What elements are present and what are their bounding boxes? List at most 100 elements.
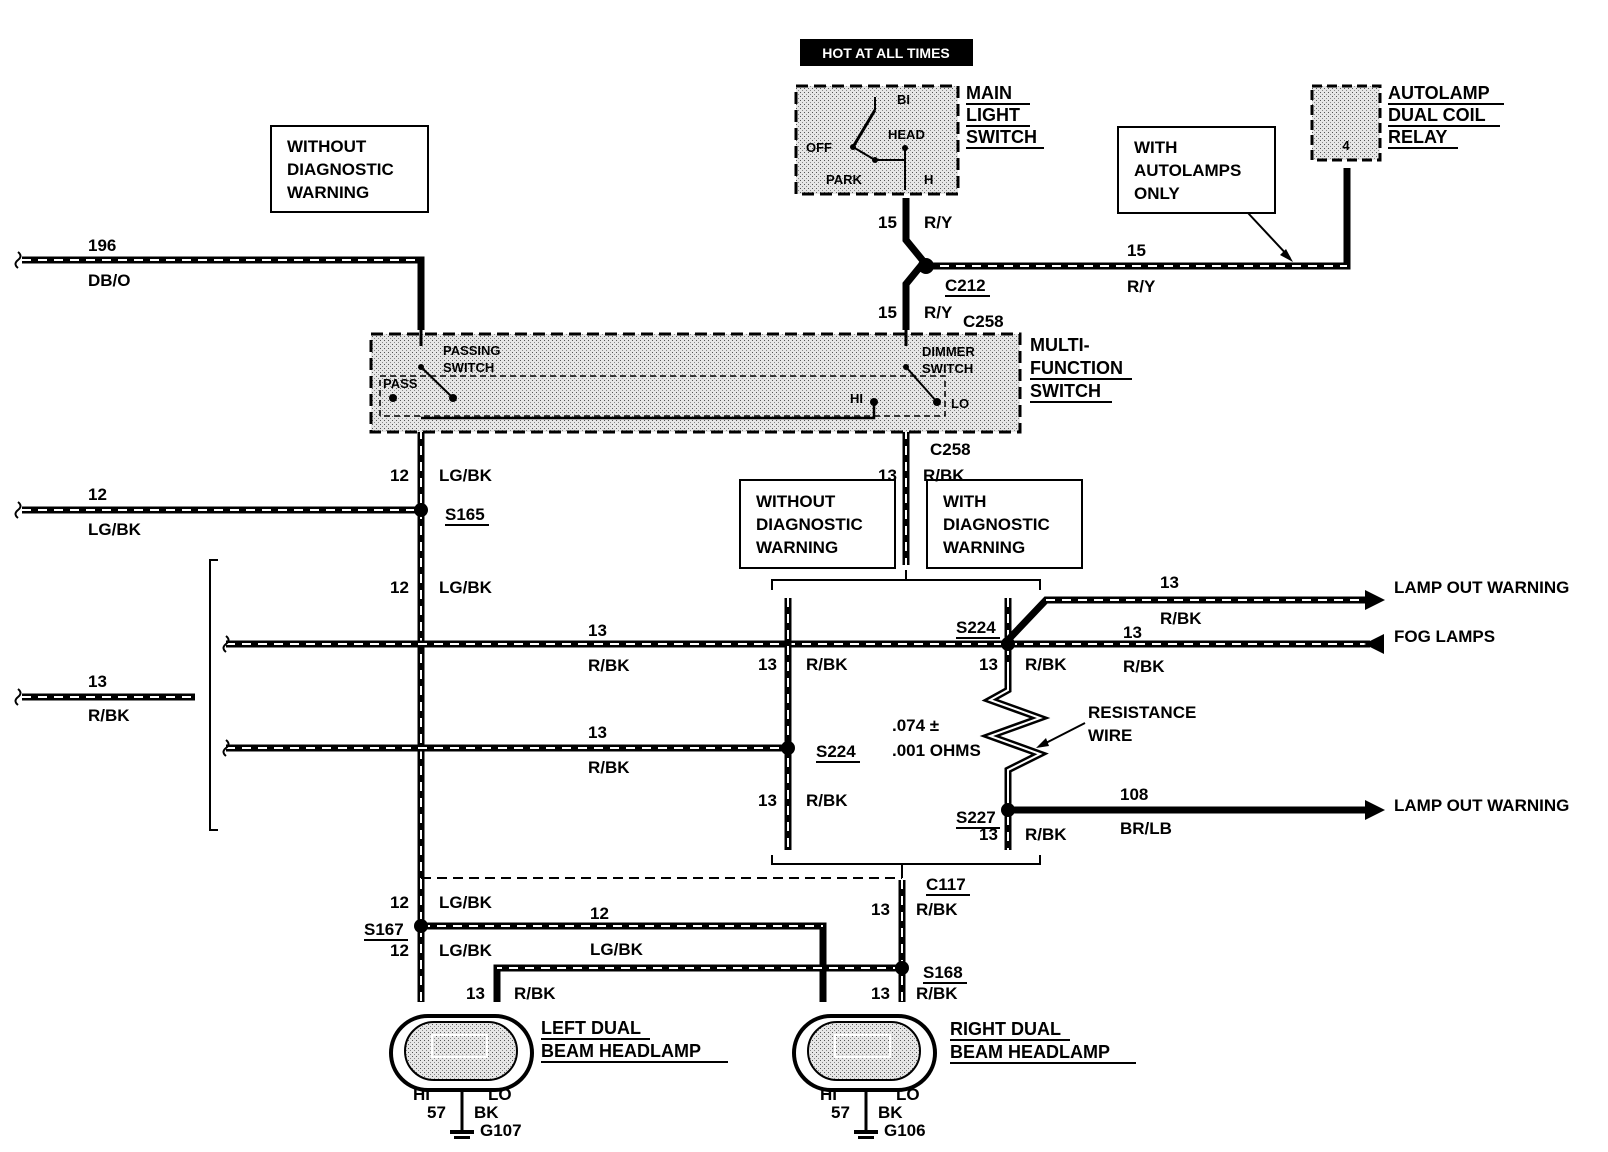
note-with-diagnostic-mid [926, 479, 1083, 569]
option-bracket-bottom [771, 855, 1041, 865]
right-hi-label: HI [820, 1085, 837, 1104]
passing-switch-label-1: PASSING [443, 343, 501, 358]
circuit-12-color-s167a: LG/BK [439, 893, 493, 912]
circuit-12-number-left: 12 [88, 485, 107, 504]
left-ground-circuit: 57 [427, 1103, 446, 1122]
circuit-13-number-vmid2: 13 [758, 791, 777, 810]
s224-label-left: S224 [816, 742, 856, 761]
circuit-13-number-fog: 13 [1123, 623, 1142, 642]
note-autolamps-line-2: AUTOLAMPS [1134, 161, 1241, 180]
off-label: OFF [806, 140, 832, 155]
head-label: HEAD [888, 127, 925, 142]
circuit-12-number-mid: 12 [390, 578, 409, 597]
circuit-13-number-s224: 13 [979, 655, 998, 674]
circuit-13-color-lh: R/BK [514, 984, 556, 1003]
circuit-15-color-b: R/Y [1127, 277, 1156, 296]
dimmer-switch-label-1: DIMMER [922, 344, 975, 359]
autolamp-relay [1310, 84, 1382, 162]
multi-function-switch: PASSING SWITCH PASS DIMMER SWITCH HI LO [369, 330, 1022, 434]
main-light-switch-label-1: MAIN [966, 83, 1012, 103]
note-without-diagnostic-mid [739, 479, 896, 569]
mfs-label-3: SWITCH [1030, 381, 1101, 401]
pass-label: PASS [383, 376, 418, 391]
circuit-13-color-lampout: R/BK [1160, 609, 1202, 628]
circuit-12-color-cross: LG/BK [590, 940, 644, 959]
circuit-13-color-row2: R/BK [588, 758, 630, 777]
circuit-13-color-c258: R/BK [923, 466, 965, 485]
circuit-13-number-rh: 13 [871, 984, 890, 1003]
circuit-15-color-c: R/Y [924, 303, 953, 322]
note-mid-left-line-1: WITHOUT [756, 492, 836, 511]
passing-switch-label-2: SWITCH [443, 360, 494, 375]
mfs-label-1: MULTI- [1030, 335, 1090, 355]
c258-label-top: C258 [963, 312, 1004, 331]
wire-break-marks [14, 251, 230, 757]
circuit-13-color-s227: R/BK [1025, 825, 1067, 844]
hot-at-all-times-banner [800, 39, 973, 66]
note-mid-left-line-3: WARNING [756, 538, 838, 557]
bi-label: BI [897, 92, 910, 107]
c117-label: C117 [926, 875, 966, 894]
circuit-labels: 196 DB/O 15 R/Y 15 R/Y 15 R/Y 12 LG/BK 1… [88, 213, 1202, 1003]
fog-lamps-label: FOG LAMPS [1394, 627, 1495, 646]
circuit-13-number-lh: 13 [466, 984, 485, 1003]
circuit-13-color-vmid1: R/BK [806, 655, 848, 674]
circuit-13-number-vmid1: 13 [758, 655, 777, 674]
circuit-108-color: BR/LB [1120, 819, 1172, 838]
circuit-15-color-a: R/Y [924, 213, 953, 232]
left-ground-id: G107 [480, 1121, 522, 1140]
circuit-12-color-s167b: LG/BK [439, 941, 493, 960]
s165-splice [414, 503, 428, 517]
circuit-13-color-rh: R/BK [916, 984, 958, 1003]
hi-label: HI [850, 391, 863, 406]
right-ground-id: G106 [884, 1121, 926, 1140]
hot-label: HOT AT ALL TIMES [822, 45, 950, 61]
circuit-13-color-left: R/BK [88, 706, 130, 725]
s227-label: S227 [956, 808, 996, 827]
note-without-diagnostic-top [270, 125, 429, 213]
branch-bracket [209, 559, 218, 831]
note-mid-right-line-2: DIAGNOSTIC [943, 515, 1050, 534]
left-lo-label: LO [488, 1085, 512, 1104]
main-light-switch-label-2: LIGHT [966, 105, 1020, 125]
left-headlamp-label-2: BEAM HEADLAMP [541, 1041, 701, 1061]
resistance-value-1: .074 ± [892, 716, 939, 735]
left-hi-label: HI [413, 1085, 430, 1104]
s227-splice [1001, 803, 1015, 817]
s224-splice-left [781, 741, 795, 755]
right-headlamp [792, 1014, 937, 1110]
left-headlamp-label-1: LEFT DUAL [541, 1018, 641, 1038]
circuit-15-number-a: 15 [878, 213, 897, 232]
right-headlamp-label-1: RIGHT DUAL [950, 1019, 1061, 1039]
relay-pin-label: 4 [1342, 138, 1350, 153]
right-ground-circuit: 57 [831, 1103, 850, 1122]
circuit-13-color-fog: R/BK [1123, 657, 1165, 676]
circuit-15-number-c: 15 [878, 303, 897, 322]
s165-label: S165 [445, 505, 485, 524]
circuit-13-color-vmid2: R/BK [806, 791, 848, 810]
circuit-13-number-left: 13 [88, 672, 107, 691]
circuit-13-number-lampout: 13 [1160, 573, 1179, 592]
circuit-196-color: DB/O [88, 271, 131, 290]
left-headlamp [389, 1014, 534, 1110]
circuit-12-number-cross: 12 [590, 904, 609, 923]
s168-label: S168 [923, 963, 963, 982]
relay-label-2: DUAL COIL [1388, 105, 1486, 125]
note-mid-left-line-2: DIAGNOSTIC [756, 515, 863, 534]
c212-label: C212 [945, 276, 986, 295]
wires [22, 168, 1385, 1002]
s224-label-right: S224 [956, 618, 996, 637]
circuit-12-color-mid: LG/BK [439, 578, 493, 597]
circuit-196-number: 196 [88, 236, 116, 255]
note-mid-right-line-3: WARNING [943, 538, 1025, 557]
main-light-switch-label-3: SWITCH [966, 127, 1037, 147]
circuit-13-number-s227: 13 [979, 825, 998, 844]
park-label: PARK [826, 172, 862, 187]
option-bracket-top [771, 579, 1041, 590]
circuit-13-color-row1: R/BK [588, 656, 630, 675]
circuit-108-number: 108 [1120, 785, 1148, 804]
lamp-out-warning-label-1: LAMP OUT WARNING [1394, 578, 1569, 597]
resistance-value-2: .001 OHMS [892, 741, 981, 760]
mfs-label-2: FUNCTION [1030, 358, 1123, 378]
